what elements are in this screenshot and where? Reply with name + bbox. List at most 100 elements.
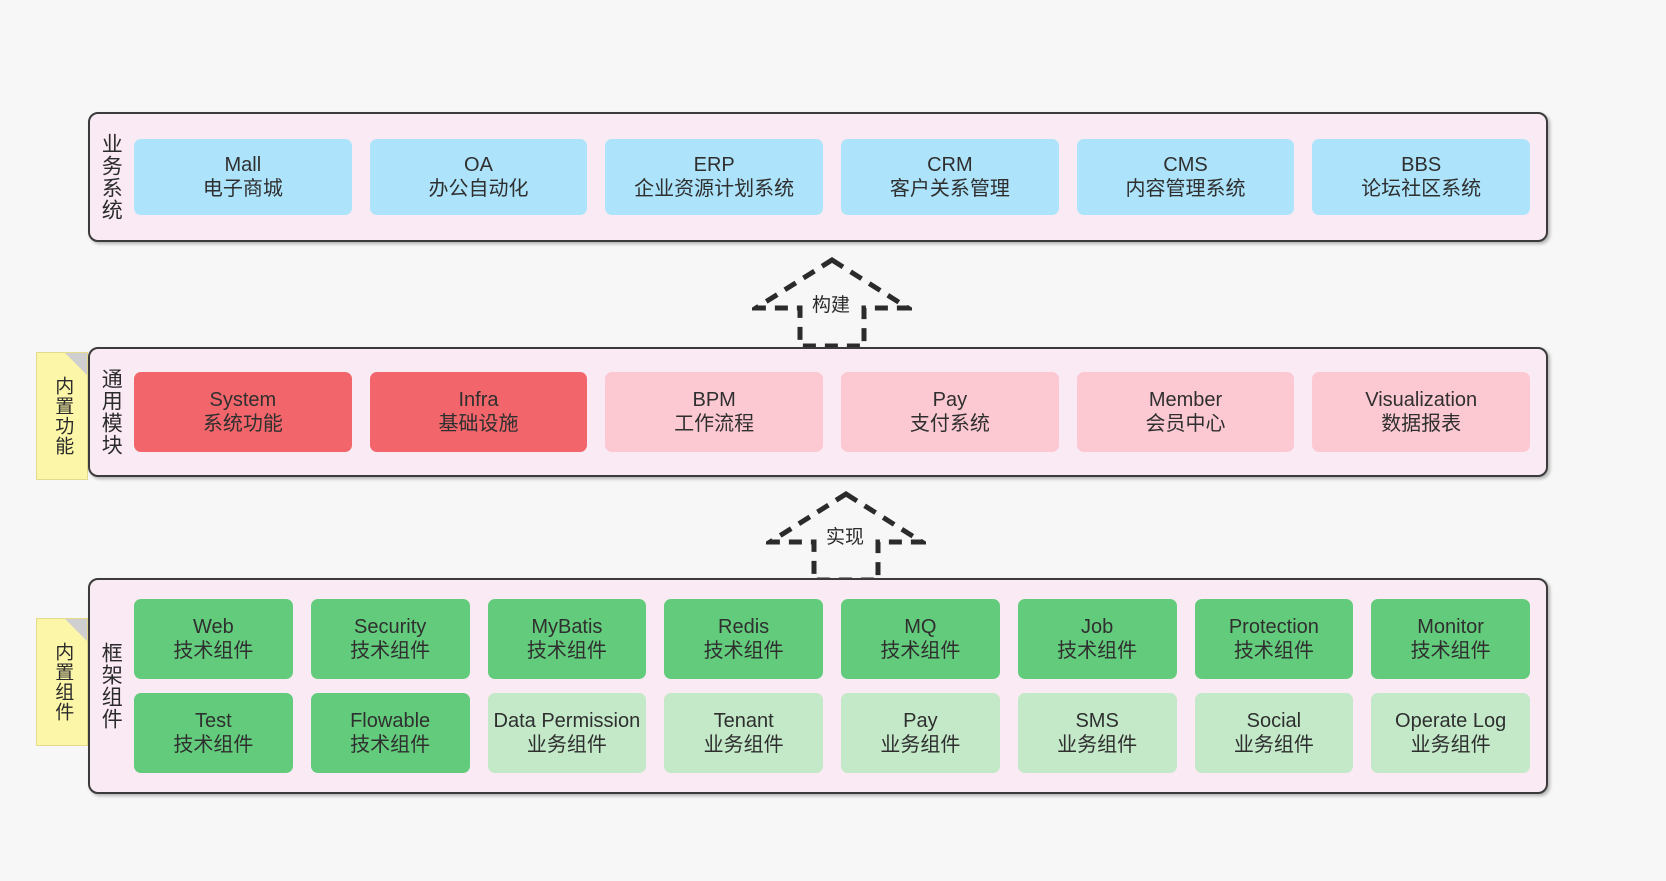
- node-mall-name: Mall: [224, 153, 262, 176]
- note-built-in-components: 内置组件: [36, 618, 88, 746]
- node-tenant[interactable]: Tenant 业务组件: [664, 693, 823, 773]
- node-visualization[interactable]: Visualization 数据报表: [1312, 372, 1531, 452]
- node-pay-component-name: Pay: [903, 709, 938, 732]
- node-mall[interactable]: Mall 电子商城: [134, 139, 352, 215]
- node-job-name: Job: [1081, 615, 1114, 638]
- node-erp-desc: 企业资源计划系统: [634, 178, 795, 200]
- node-member[interactable]: Member 会员中心: [1076, 372, 1295, 452]
- note-built-in-functions: 内置功能: [36, 352, 88, 480]
- note-built-in-components-label: 内置组件: [52, 642, 74, 722]
- node-oa-desc: 办公自动化: [428, 178, 529, 200]
- node-sms-name: SMS: [1075, 709, 1119, 732]
- node-monitor-desc: 技术组件: [1410, 640, 1491, 662]
- node-system[interactable]: System 系统功能: [134, 372, 352, 452]
- node-data-permission[interactable]: Data Permission 业务组件: [487, 693, 647, 773]
- node-data-permission-desc: 业务组件: [526, 734, 607, 756]
- node-bbs[interactable]: BBS 论坛社区系统: [1312, 139, 1531, 215]
- node-sms[interactable]: SMS 业务组件: [1017, 693, 1177, 773]
- node-mybatis-name: MyBatis: [531, 615, 603, 638]
- node-bpm[interactable]: BPM 工作流程: [605, 372, 824, 452]
- arrow-build-label: 构建: [812, 295, 851, 316]
- node-protection-desc: 技术组件: [1233, 640, 1314, 662]
- node-infra-desc: 基础设施: [438, 413, 519, 435]
- node-mq-desc: 技术组件: [880, 640, 961, 662]
- node-flowable[interactable]: Flowable 技术组件: [310, 693, 470, 773]
- node-crm-desc: 客户关系管理: [889, 178, 1010, 200]
- node-web[interactable]: Web 技术组件: [134, 599, 293, 679]
- node-monitor[interactable]: Monitor 技术组件: [1371, 599, 1530, 679]
- node-member-desc: 会员中心: [1145, 413, 1226, 435]
- node-monitor-name: Monitor: [1417, 615, 1484, 638]
- node-cms-name: CMS: [1163, 153, 1208, 176]
- node-security-desc: 技术组件: [350, 640, 431, 662]
- arrow-implement-label: 实现: [826, 527, 865, 548]
- node-pay-module-desc: 支付系统: [909, 413, 990, 435]
- node-mall-desc: 电子商城: [202, 178, 283, 200]
- node-tenant-desc: 业务组件: [703, 734, 784, 756]
- node-mq-name: MQ: [904, 615, 937, 638]
- layer-business-label: 业务系统: [99, 133, 123, 221]
- node-security[interactable]: Security 技术组件: [310, 599, 470, 679]
- node-social[interactable]: Social 业务组件: [1194, 693, 1354, 773]
- node-pay-component[interactable]: Pay 业务组件: [841, 693, 1000, 773]
- node-oa[interactable]: OA 办公自动化: [369, 139, 588, 215]
- node-cms[interactable]: CMS 内容管理系统: [1076, 139, 1295, 215]
- node-security-name: Security: [354, 615, 427, 638]
- node-social-name: Social: [1246, 709, 1302, 732]
- layer-common-modules: 通用模块 System 系统功能 Infra 基础设施 BPM 工作流程 Pay…: [88, 347, 1548, 477]
- node-web-desc: 技术组件: [173, 640, 254, 662]
- layer-modules-body: System 系统功能 Infra 基础设施 BPM 工作流程 Pay 支付系统…: [130, 349, 1546, 475]
- node-operate-log[interactable]: Operate Log 业务组件: [1371, 693, 1530, 773]
- node-mybatis-desc: 技术组件: [526, 640, 607, 662]
- layer-framework-row-tech: Web 技术组件 Security 技术组件 MyBatis 技术组件 Redi…: [134, 599, 1530, 679]
- layer-framework-body: Web 技术组件 Security 技术组件 MyBatis 技术组件 Redi…: [130, 580, 1546, 792]
- layer-business-row: Mall 电子商城 OA 办公自动化 ERP 企业资源计划系统 CRM 客户关系…: [134, 139, 1531, 215]
- layer-framework-components: 框架组件 Web 技术组件 Security 技术组件 MyBatis 技术组件…: [88, 578, 1548, 794]
- node-erp[interactable]: ERP 企业资源计划系统: [605, 139, 824, 215]
- node-cms-desc: 内容管理系统: [1125, 178, 1246, 200]
- node-operate-log-desc: 业务组件: [1410, 734, 1491, 756]
- node-pay-module[interactable]: Pay 支付系统: [841, 372, 1059, 452]
- node-mybatis[interactable]: MyBatis 技术组件: [487, 599, 647, 679]
- layer-business-systems: 业务系统 Mall 电子商城 OA 办公自动化 ERP 企业资源计划系统 CRM…: [88, 112, 1548, 242]
- node-visualization-desc: 数据报表: [1381, 413, 1462, 435]
- node-protection[interactable]: Protection 技术组件: [1194, 599, 1354, 679]
- node-pay-module-name: Pay: [932, 388, 968, 411]
- node-tenant-name: Tenant: [713, 709, 774, 732]
- node-redis-desc: 技术组件: [703, 640, 784, 662]
- node-pay-component-desc: 业务组件: [880, 734, 961, 756]
- node-operate-log-name: Operate Log: [1395, 709, 1507, 732]
- node-flowable-name: Flowable: [350, 709, 431, 732]
- node-system-desc: 系统功能: [202, 413, 283, 435]
- node-bbs-name: BBS: [1401, 153, 1442, 176]
- node-job[interactable]: Job 技术组件: [1017, 599, 1177, 679]
- note-fold-corner-icon: [65, 353, 87, 375]
- layer-modules-label: 通用模块: [99, 368, 123, 456]
- layer-framework-row-business: Test 技术组件 Flowable 技术组件 Data Permission …: [134, 693, 1530, 773]
- node-crm[interactable]: CRM 客户关系管理: [841, 139, 1059, 215]
- note-built-in-functions-label: 内置功能: [52, 376, 74, 456]
- layer-framework-label: 框架组件: [99, 642, 123, 730]
- node-social-desc: 业务组件: [1233, 734, 1314, 756]
- node-test-name: Test: [195, 709, 232, 732]
- node-visualization-name: Visualization: [1365, 388, 1478, 411]
- node-test-desc: 技术组件: [173, 734, 254, 756]
- node-bbs-desc: 论坛社区系统: [1361, 178, 1482, 200]
- node-web-name: Web: [192, 615, 234, 638]
- node-system-name: System: [209, 388, 277, 411]
- node-mq[interactable]: MQ 技术组件: [841, 599, 1000, 679]
- node-protection-name: Protection: [1228, 615, 1319, 638]
- node-member-name: Member: [1148, 388, 1223, 411]
- node-oa-name: OA: [464, 153, 493, 176]
- node-data-permission-name: Data Permission: [493, 709, 641, 732]
- layer-modules-row: System 系统功能 Infra 基础设施 BPM 工作流程 Pay 支付系统…: [134, 372, 1531, 452]
- node-infra-name: Infra: [458, 388, 499, 411]
- node-bpm-desc: 工作流程: [674, 413, 755, 435]
- node-infra[interactable]: Infra 基础设施: [369, 372, 588, 452]
- node-bpm-name: BPM: [692, 388, 736, 411]
- node-test[interactable]: Test 技术组件: [134, 693, 293, 773]
- node-redis[interactable]: Redis 技术组件: [664, 599, 823, 679]
- node-crm-name: CRM: [927, 153, 973, 176]
- layer-business-body: Mall 电子商城 OA 办公自动化 ERP 企业资源计划系统 CRM 客户关系…: [130, 114, 1546, 240]
